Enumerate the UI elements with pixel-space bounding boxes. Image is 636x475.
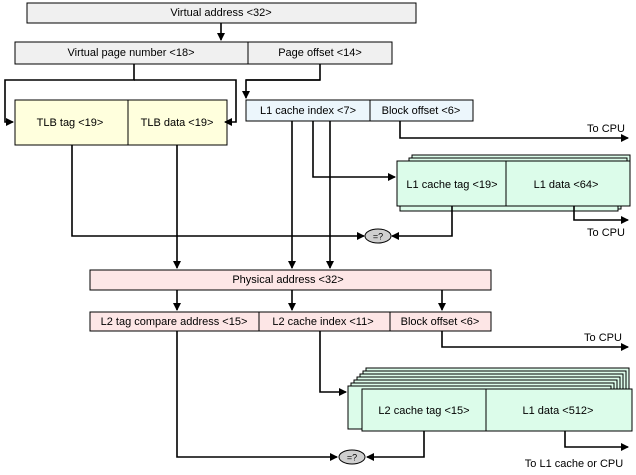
l2-cache-tag-label: L2 cache tag <15> (378, 405, 469, 417)
to-cpu-label-2: To CPU (587, 227, 625, 239)
compare-1-label: =? (373, 231, 383, 241)
l1-offset-to-cpu-arrow (399, 121, 629, 142)
l1-data-label: L1 data <64> (534, 179, 599, 191)
l2-cache-stack: L2 cache tag <15> L1 data <512> (347, 367, 633, 432)
page-offset-to-l1-arrow (242, 79, 320, 99)
l2-tag-comparator: =? (338, 449, 366, 465)
l1-index-to-cache-arrow (312, 121, 396, 181)
l2-compare-address-arrow (176, 331, 338, 461)
to-cpu-label-1: To CPU (587, 123, 625, 135)
l2-block-offset-label: Block offset <6> (401, 316, 480, 328)
l2-data-to-output-arrow (564, 431, 629, 451)
l2-tag-compare-label: L2 tag compare address <15> (101, 316, 248, 328)
compare-2-label: =? (347, 452, 357, 462)
tlb-tag-to-compare-arrow (71, 145, 365, 240)
l1-cache-tag-label: L1 cache tag <19> (406, 179, 497, 191)
page-offset-to-l1-line (246, 64, 321, 81)
page-offset-label: Page offset <14> (278, 47, 362, 59)
l1-tag-comparator: =? (364, 228, 392, 244)
l1-block-offset-label: Block offset <6> (382, 105, 461, 117)
physical-address-split-box: L2 tag compare address <15> L2 cache ind… (89, 311, 492, 332)
virtual-address-box: Virtual address <32> (26, 2, 417, 24)
l1-tag-to-compare-arrow (391, 206, 453, 240)
l1-cache-index-label: L1 cache index <7> (260, 105, 356, 117)
l2-offset-to-cpu-arrow (441, 331, 629, 351)
virtual-page-number-label: Virtual page number <18> (68, 47, 195, 59)
to-l1-or-cpu-label: To L1 cache or CPU (525, 458, 623, 470)
tlb-box: TLB tag <19> TLB data <19> (14, 99, 228, 146)
vpn-to-tlb-data-arrow (134, 79, 237, 126)
vpn-to-tlb-tag-arrow (4, 64, 135, 126)
l2-cache-index-label: L2 cache index <11> (272, 316, 373, 328)
to-cpu-label-3: To CPU (584, 332, 622, 344)
physical-address-box: Physical address <32> (89, 269, 492, 291)
physical-address-label: Physical address <32> (232, 274, 343, 286)
l2-tag-to-compare-arrow (366, 431, 425, 461)
tlb-data-label: TLB data <19> (141, 117, 214, 129)
connector-lines (4, 23, 629, 461)
virtual-address-label: Virtual address <32> (170, 7, 271, 19)
virtual-address-split-box: Virtual page number <18> Page offset <14… (14, 41, 393, 65)
l2-index-to-cache-arrow (319, 331, 347, 396)
l1-cache-stack: L1 cache tag <19> L1 data <64> (396, 154, 631, 212)
l1-data-to-cpu-arrow (573, 206, 629, 224)
tlb-tag-label: TLB tag <19> (37, 117, 104, 129)
l2-data-label: L1 data <512> (523, 405, 594, 417)
l1-index-box: L1 cache index <7> Block offset <6> (245, 99, 474, 122)
